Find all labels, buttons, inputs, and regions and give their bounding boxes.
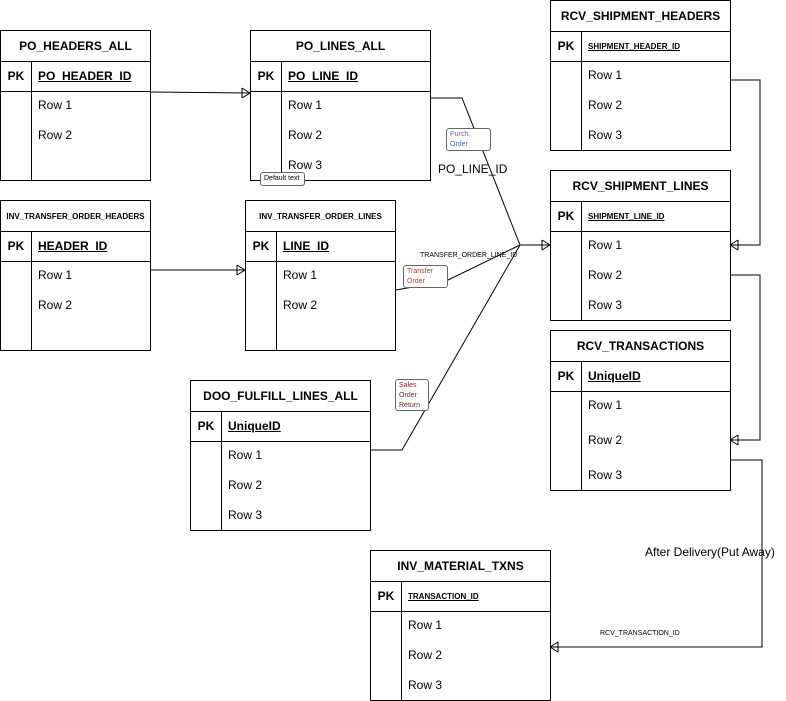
primary-key: PO_LINE_ID (288, 69, 359, 83)
label-rcv-transaction-id: RCV_TRANSACTION_ID (600, 630, 680, 637)
key-column (551, 61, 582, 150)
pk-row: PK SHIPMENT_LINE_ID (551, 201, 730, 232)
primary-key: UniqueID (588, 369, 641, 383)
table-row: Row 2 (588, 433, 623, 447)
key-column (1, 91, 32, 180)
pk-row: PK PO_HEADER_ID (1, 61, 150, 92)
table-title: PO_HEADERS_ALL (1, 31, 150, 62)
table-title: RCV_TRANSACTIONS (551, 331, 730, 362)
table-row: Row 2 (283, 298, 318, 312)
rel-transactions-to-material-txns (550, 459, 763, 648)
table-row: Row 3 (588, 298, 623, 312)
table-row: Row 2 (288, 128, 323, 142)
table-title: PO_LINES_ALL (251, 31, 430, 62)
label-after-delivery: After Delivery(Put Away) (645, 545, 775, 559)
note-line: Order (399, 392, 417, 399)
rel-po-lines-to-shipment-lines (430, 97, 550, 246)
table-po-headers-all[interactable]: PO_HEADERS_ALL PK PO_HEADER_ID Row 1 Row… (0, 30, 151, 181)
pk-label: PK (371, 581, 402, 611)
table-rcv-shipment-lines[interactable]: RCV_SHIPMENT_LINES PK SHIPMENT_LINE_ID R… (550, 170, 731, 321)
pk-label: PK (551, 31, 582, 61)
pk-row: PK SHIPMENT_HEADER_ID (551, 31, 730, 62)
primary-key: PO_HEADER_ID (38, 69, 132, 83)
pk-row: PK UniqueID (191, 411, 370, 442)
key-column (1, 261, 32, 350)
pk-row: PK PO_LINE_ID (251, 61, 430, 92)
key-column (371, 611, 402, 700)
note-purch-order[interactable]: Purch. Order (446, 128, 491, 151)
table-title: DOO_FULFILL_LINES_ALL (191, 381, 370, 412)
key-column (251, 91, 282, 180)
table-row: Row 2 (588, 98, 623, 112)
pk-label: PK (551, 361, 582, 391)
rel-po-header-to-lines (149, 91, 251, 94)
table-row: Row 1 (228, 448, 263, 462)
table-row: Row 3 (588, 468, 623, 482)
label-po-line-id: PO_LINE_ID (438, 162, 508, 176)
table-title: RCV_SHIPMENT_LINES (551, 171, 730, 202)
pk-row: PK UniqueID (551, 361, 730, 392)
table-row: Row 2 (408, 648, 443, 662)
table-row: Row 1 (288, 98, 323, 112)
note-transfer-order[interactable]: Transfer Order (403, 265, 448, 288)
primary-key: HEADER_ID (38, 239, 108, 253)
note-line: Transfer (407, 268, 433, 275)
key-column (246, 261, 277, 350)
table-row: Row 2 (228, 478, 263, 492)
pk-row: PK LINE_ID (246, 231, 395, 262)
pk-label: PK (551, 201, 582, 231)
table-row: Row 3 (408, 678, 443, 692)
pk-label: PK (191, 411, 222, 441)
note-line: Purch. (450, 131, 471, 138)
table-inv-material-txns[interactable]: INV_MATERIAL_TXNS PK TRANSACTION_ID Row … (370, 550, 551, 701)
primary-key: TRANSACTION_ID (408, 591, 479, 601)
pk-row: PK TRANSACTION_ID (371, 581, 550, 612)
note-line: Return (399, 402, 421, 409)
table-title: INV_TRANSFER_ORDER_HEADERS (1, 201, 150, 232)
note-sales-order-return[interactable]: Sales Order Return (395, 379, 429, 411)
table-rcv-shipment-headers[interactable]: RCV_SHIPMENT_HEADERS PK SHIPMENT_HEADER_… (550, 0, 731, 151)
table-title: INV_MATERIAL_TXNS (371, 551, 550, 582)
table-title: INV_TRANSFER_ORDER_LINES (246, 201, 395, 232)
pk-label: PK (251, 61, 282, 91)
table-row: Row 3 (228, 508, 263, 522)
table-row: Row 1 (588, 68, 623, 82)
table-row: Row 1 (283, 268, 318, 282)
primary-key: SHIPMENT_HEADER_ID (588, 41, 681, 51)
note-line: Order (407, 278, 425, 285)
primary-key: UniqueID (228, 419, 281, 433)
note-line: Order (450, 141, 468, 148)
table-title: RCV_SHIPMENT_HEADERS (551, 1, 730, 32)
note-line: Sales (399, 382, 417, 389)
primary-key: LINE_ID (283, 239, 330, 253)
table-inv-transfer-order-lines[interactable]: INV_TRANSFER_ORDER_LINES PK LINE_ID Row … (245, 200, 396, 351)
table-row: Row 2 (588, 268, 623, 282)
table-row: Row 1 (38, 98, 73, 112)
table-row: Row 3 (288, 158, 323, 172)
table-row: Row 2 (38, 128, 73, 142)
note-default-text[interactable]: Default text (260, 172, 305, 186)
key-column (551, 391, 582, 490)
key-column (191, 441, 222, 530)
table-inv-transfer-order-headers[interactable]: INV_TRANSFER_ORDER_HEADERS PK HEADER_ID … (0, 200, 151, 351)
table-row: Row 1 (588, 398, 623, 412)
key-column (551, 231, 582, 320)
rel-doo-to-shipment-lines (370, 244, 521, 451)
table-row: Row 1 (408, 618, 443, 632)
table-row: Row 1 (588, 238, 623, 252)
table-row: Row 2 (38, 298, 73, 312)
table-po-lines-all[interactable]: PO_LINES_ALL PK PO_LINE_ID Row 1 Row 2 R… (250, 30, 431, 181)
pk-label: PK (1, 231, 32, 261)
pk-label: PK (1, 61, 32, 91)
label-transfer-order-line-id: TRANSFER_ORDER_LINE_ID (420, 252, 518, 259)
rel-shipment-headers-to-lines (730, 79, 761, 246)
primary-key: SHIPMENT_LINE_ID (588, 211, 665, 221)
table-doo-fulfill-lines-all[interactable]: DOO_FULFILL_LINES_ALL PK UniqueID Row 1 … (190, 380, 371, 531)
rel-shipment-lines-to-transactions (730, 274, 761, 441)
pk-label: PK (246, 231, 277, 261)
table-rcv-transactions[interactable]: RCV_TRANSACTIONS PK UniqueID Row 1 Row 2… (550, 330, 731, 491)
table-row: Row 3 (588, 128, 623, 142)
pk-row: PK HEADER_ID (1, 231, 150, 262)
table-row: Row 1 (38, 268, 73, 282)
